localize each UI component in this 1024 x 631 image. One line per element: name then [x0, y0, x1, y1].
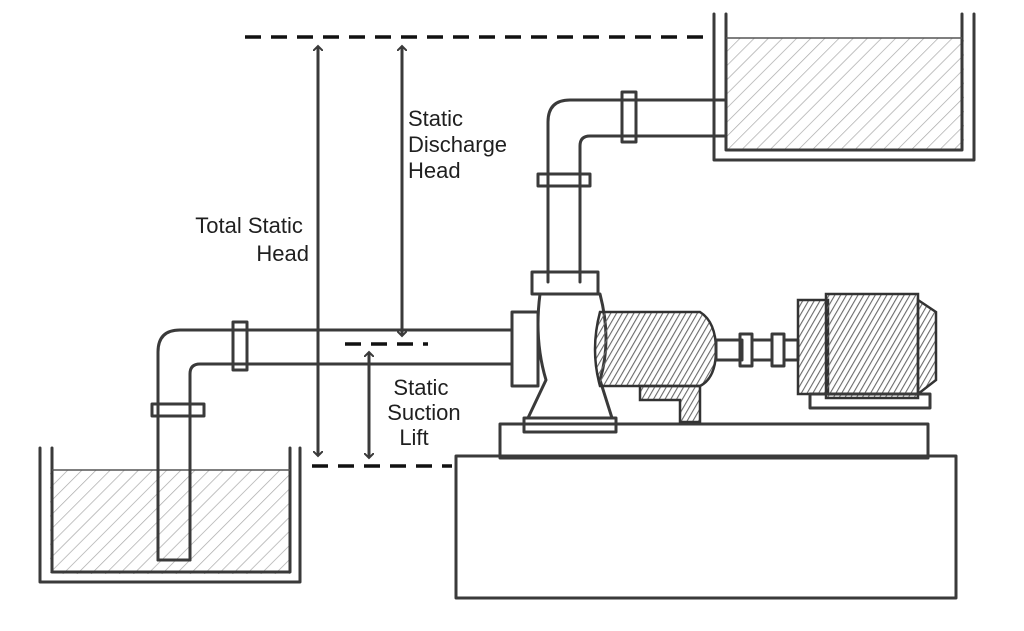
- static-discharge-head-label: Static Discharge Head: [408, 106, 513, 183]
- pump-bearing-housing: [593, 310, 718, 388]
- motor-feet: [808, 392, 932, 410]
- discharge-pipe: [530, 90, 728, 296]
- dimension-arrows: [318, 46, 402, 458]
- pump-inlet-flange: [510, 310, 540, 388]
- shaft-coupling: [738, 332, 800, 368]
- centrifugal-pump: [522, 292, 744, 434]
- pump-outlet-flange: [530, 270, 600, 296]
- suction-flange-vertical: [150, 402, 206, 418]
- electric-motor: [796, 292, 938, 410]
- suction-pipe: [150, 310, 540, 562]
- discharge-tank: [712, 12, 976, 162]
- total-static-head-label: Total Static Head: [195, 213, 309, 266]
- reference-lines: [245, 35, 712, 468]
- discharge-flange-horizontal: [620, 90, 638, 144]
- pump-shaft: [714, 338, 744, 362]
- concrete-base: [454, 422, 958, 600]
- discharge-water: [726, 38, 964, 150]
- suction-flange-horizontal: [231, 320, 249, 372]
- suction-water: [50, 470, 290, 574]
- discharge-flange-vertical: [536, 172, 592, 188]
- suction-tank: [38, 446, 302, 584]
- static-suction-lift-label: Static Suction Lift: [387, 375, 467, 450]
